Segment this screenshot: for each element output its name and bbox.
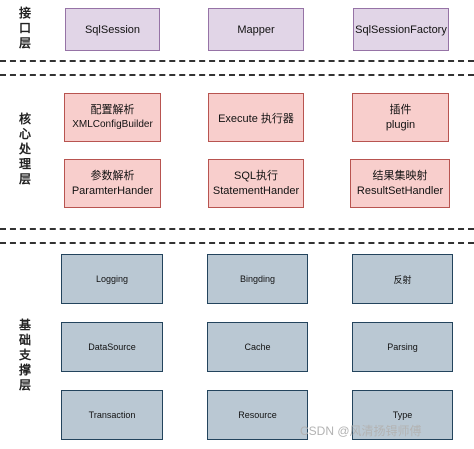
- support-box-label: 反射: [393, 274, 412, 285]
- core-box-subtitle: ParamterHander: [71, 184, 154, 197]
- core-box-title: 插件: [389, 103, 412, 116]
- interface-box-label: SqlSessionFactory: [355, 23, 447, 36]
- core-box-subtitle: StatementHander: [212, 184, 300, 197]
- core-box-sql-execution: SQL执行 StatementHander: [208, 159, 304, 208]
- divider-top-second: [0, 74, 474, 76]
- support-box-parsing: Parsing: [352, 322, 453, 372]
- support-box-label: DataSource: [88, 342, 136, 352]
- interface-box-sqlsessionfactory: SqlSessionFactory: [353, 8, 449, 51]
- support-box-label: Bingding: [239, 274, 276, 284]
- interface-box-mapper: Mapper: [208, 8, 304, 51]
- support-box-reflection: 反射: [352, 254, 453, 304]
- divider-middle-second: [0, 242, 474, 244]
- csdn-watermark: CSDN @风清扬锝师傅: [300, 424, 422, 438]
- layer-label-support: 基 础 支 撑 层: [18, 318, 31, 392]
- layer-label-core: 核 心 处 理 层: [18, 112, 31, 186]
- core-box-title: 结果集映射: [372, 169, 428, 182]
- support-box-resource: Resource: [207, 390, 308, 440]
- interface-box-label: Mapper: [237, 23, 275, 36]
- core-box-executor: Execute 执行器: [208, 93, 304, 142]
- core-box-title: Execute 执行器: [218, 112, 294, 125]
- core-box-title: 参数解析: [90, 169, 135, 182]
- support-box-cache: Cache: [207, 322, 308, 372]
- core-box-title: 配置解析: [90, 104, 135, 116]
- core-box-title: SQL执行: [233, 169, 278, 182]
- support-box-datasource: DataSource: [61, 322, 163, 372]
- support-box-logging: Logging: [61, 254, 163, 304]
- interface-box-sqlsession: SqlSession: [65, 8, 160, 51]
- core-box-subtitle: plugin: [385, 118, 416, 131]
- support-box-label: Resource: [238, 410, 277, 420]
- support-box-binding: Bingding: [207, 254, 308, 304]
- support-box-label: Logging: [95, 274, 129, 284]
- interface-box-label: SqlSession: [84, 23, 141, 36]
- support-box-label: Cache: [244, 342, 271, 352]
- core-box-subtitle: XMLConfigBuilder: [72, 119, 153, 130]
- core-box-config-parsing: 配置解析 XMLConfigBuilder: [64, 93, 161, 142]
- core-box-subtitle: ResultSetHandler: [356, 184, 444, 197]
- core-box-resultset-mapping: 结果集映射 ResultSetHandler: [350, 159, 450, 208]
- support-box-label: Parsing: [387, 342, 418, 352]
- core-box-param-parsing: 参数解析 ParamterHander: [64, 159, 161, 208]
- support-box-transaction: Transaction: [61, 390, 163, 440]
- support-box-label: Type: [392, 410, 413, 420]
- support-box-label: Transaction: [88, 410, 136, 420]
- core-box-plugin: 插件 plugin: [352, 93, 449, 142]
- support-box-type: Type: [352, 390, 453, 440]
- layer-label-interface: 接 口 层: [18, 6, 31, 50]
- divider-top: [0, 60, 474, 62]
- divider-middle: [0, 228, 474, 230]
